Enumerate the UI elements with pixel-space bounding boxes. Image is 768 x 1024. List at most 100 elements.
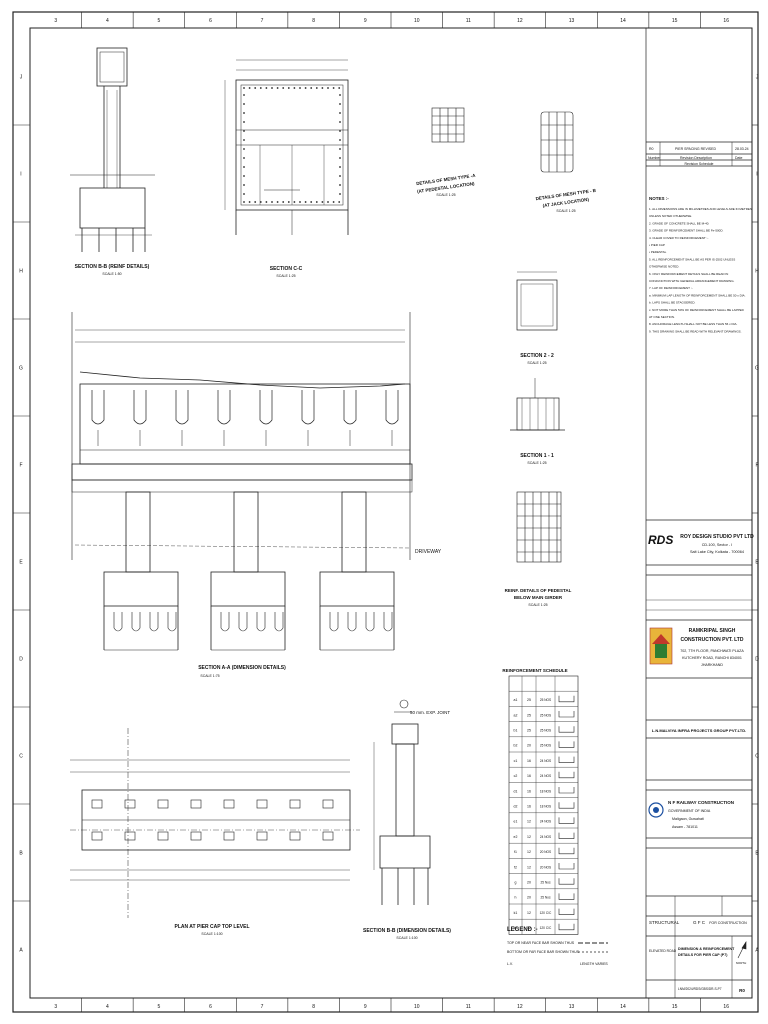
rebar-dot <box>243 94 245 96</box>
drawing-category: G F C <box>693 920 706 925</box>
schedule-bar-count: 25 Nos <box>540 880 551 884</box>
plan-bearings <box>91 799 334 841</box>
bar-shape-icon <box>558 695 575 703</box>
grid-row-label: H <box>19 269 23 275</box>
pedestal-stirrup <box>217 390 231 425</box>
grid-column-label: 11 <box>466 1004 471 1010</box>
mesh-a-view <box>431 107 465 143</box>
contractor-address-3: JHARKHAND <box>701 663 723 667</box>
rebar-dot <box>243 121 245 123</box>
pile-cap-bar <box>131 612 141 632</box>
railway-name: N F RAILWAY CONSTRUCTION <box>668 800 734 805</box>
rebar-dot <box>338 201 341 203</box>
note-line: 4. CLEAR COVER TO REINFORCEMENT :- <box>649 236 708 240</box>
rebar-dot <box>338 87 341 89</box>
schedule-bar-mark: d2 <box>514 804 518 808</box>
plan-view <box>70 728 360 918</box>
grid-column-label: 12 <box>517 18 523 24</box>
grid-column-label: 7 <box>261 1004 264 1010</box>
rebar-dot <box>243 103 245 105</box>
bar-shape-icon <box>558 771 575 779</box>
note-line: a. MINIMUM LAP LENGTH OF REINFORCEMENT S… <box>649 293 746 297</box>
sheet-border <box>12 11 759 1013</box>
pedestal-scale: SCALE 1:25 <box>528 603 547 607</box>
rebar-dot <box>339 175 341 177</box>
expansion-joint-label: 50 mm. EXP. JOINT <box>410 710 450 715</box>
grid-row-label: E <box>19 560 23 566</box>
rebar-dot <box>276 201 279 203</box>
driveway-label: DRIVEWAY <box>415 549 442 555</box>
rebar-dot <box>276 87 279 89</box>
grid-row-label: F <box>755 463 758 469</box>
section-aa-title: SECTION A-A (DIMENSION DETAILS) <box>198 665 286 671</box>
bearing-pedestal <box>223 831 235 841</box>
schedule-bar-count: 24 NOS <box>540 835 551 839</box>
bar-shape-icon <box>558 726 575 733</box>
bearing-pedestal <box>157 799 169 809</box>
rebar-dot <box>254 87 257 89</box>
schedule-bar-mark: e2 <box>514 835 518 839</box>
note-line: c. NOT MORE THAN 50% OF REINFORCEMENT SH… <box>649 308 745 312</box>
pile-cap-bar <box>347 612 357 632</box>
grid-column-label: 13 <box>569 1004 575 1010</box>
grid-column-label: 16 <box>723 18 729 24</box>
schedule-bar-dia: 16 <box>527 789 531 793</box>
schedule-bar-dia: 12 <box>527 911 531 915</box>
grid-column-label: 5 <box>158 1004 161 1010</box>
schedule-bar-count: 18 NOS <box>540 789 551 793</box>
schedule-bar-dia: 16 <box>527 759 531 763</box>
rebar-dot <box>287 201 290 203</box>
pile-cap-bar <box>365 612 375 632</box>
schedule-bar-count: 25 NOS <box>540 744 551 748</box>
section-11-title: SECTION 1 - 1 <box>520 453 554 459</box>
pile-cap-bar <box>167 612 177 632</box>
rebar-dot <box>321 201 324 203</box>
bar-shape-icon <box>558 832 575 839</box>
pile-cap-bar <box>238 612 248 632</box>
bar-shape-icon <box>558 878 575 885</box>
schedule-bar-mark: a1 <box>514 698 518 702</box>
rebar-dot <box>339 193 341 195</box>
bar-shape-icon <box>558 893 575 900</box>
drawing-purpose: FOR CONSTRUCTION <box>709 921 747 925</box>
bearing-pedestal <box>190 799 202 809</box>
grid-column-label: 5 <box>158 18 161 24</box>
pile-cap-bar <box>256 612 266 632</box>
north-arrow-icon <box>737 941 747 959</box>
schedule-bar-count: 18 NOS <box>540 804 551 808</box>
grid-row-label: A <box>755 948 759 954</box>
section-cc-view <box>224 59 349 235</box>
rebar-dot <box>243 175 245 177</box>
railway-state: Assam - 781011 <box>672 825 698 829</box>
section-bb-dim-view <box>373 699 431 905</box>
grid-row-label: G <box>19 366 23 372</box>
drawing-number: LNM/2024/RDS/GBS/DR-S-P7 <box>678 987 722 991</box>
note-line: b. LAPS SHALL BE STAGGERED. <box>649 301 696 305</box>
contractor-address-1: 702, 7TH FLOOR, PANCHWATI PLAZA <box>680 649 744 653</box>
schedule-bar-dia: 25 <box>527 728 531 732</box>
note-line: UNLESS NOTED OTHERWISE. <box>649 214 692 218</box>
schedule-bar-count: 25 NOS <box>540 728 551 732</box>
contractor-name-1: RAMKRIPAL SINGH <box>689 628 736 634</box>
grid-column-label: 8 <box>312 1004 315 1010</box>
bearing-pedestal <box>124 831 136 841</box>
section-22-title: SECTION 2 - 2 <box>520 353 554 359</box>
grid-column-label: 14 <box>620 1004 626 1010</box>
schedule-bar-dia: 12 <box>527 865 531 869</box>
bearing-pedestal <box>322 799 334 809</box>
pile-cap-bar <box>113 612 123 632</box>
drawing-title-2: DETAILS FOR PIER CAP (P7) <box>678 953 728 957</box>
grid-row-label: I <box>756 172 757 178</box>
grid-column-label: 13 <box>569 18 575 24</box>
schedule-bar-dia: 25 <box>527 713 531 717</box>
section-aa-view <box>71 312 413 651</box>
rds-logo: RDS <box>648 533 673 547</box>
mesh-a-scale: SCALE 1:25 <box>436 193 455 197</box>
rev-date: 28.03.24 <box>735 147 749 151</box>
rebar-dot <box>243 130 245 132</box>
schedule-bar-count: 120 C/C <box>540 926 552 930</box>
revision-number: R0 <box>739 988 745 993</box>
grid-column-label: 3 <box>54 1004 57 1010</box>
grid-row-label: C <box>755 754 759 760</box>
